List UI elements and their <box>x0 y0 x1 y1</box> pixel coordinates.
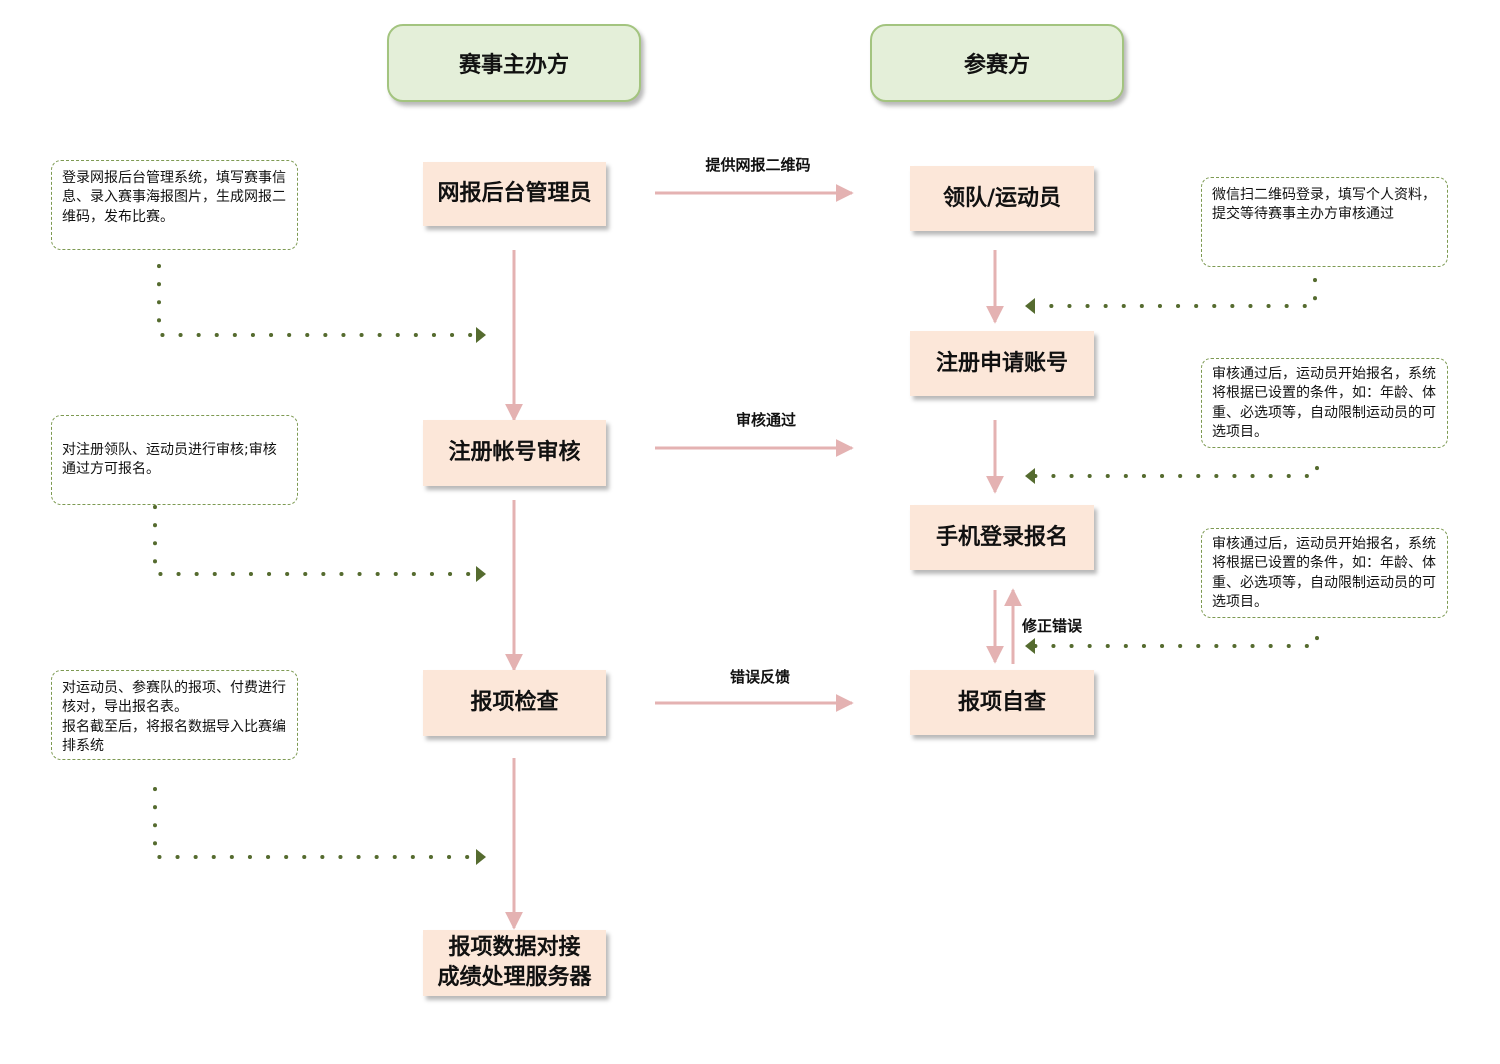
dotted-leader-check <box>153 787 478 859</box>
edge-label-approved: 审核通过 <box>735 411 797 429</box>
dotted-leader-athlete <box>1033 278 1317 308</box>
step-admin: 网报后台管理员 <box>423 162 606 226</box>
step-self-check: 报项自查 <box>910 670 1094 735</box>
dotted-leader-check-arrowhead <box>476 849 486 865</box>
step-athlete: 领队/运动员 <box>910 166 1094 231</box>
step-mobile-signup: 手机登录报名 <box>910 505 1094 570</box>
dotted-leader-register <box>1033 466 1319 478</box>
edge-label-feedback: 错误反馈 <box>729 668 791 686</box>
note-signup: 审核通过后，运动员开始报名，系统将根据已设置的条件，如：年龄、体重、必选项等，自… <box>1201 528 1448 618</box>
edge-label-fix: 修正错误 <box>1021 617 1083 635</box>
step-register-account: 注册申请账号 <box>910 331 1094 396</box>
step-data-sync: 报项数据对接 成绩处理服务器 <box>423 930 606 996</box>
note-athlete: 微信扫二维码登录，填写个人资料，提交等待赛事主办方审核通过 <box>1201 177 1448 267</box>
dotted-leader-review <box>153 505 478 576</box>
note-check: 对运动员、参赛队的报项、付费进行核对，导出报名表。 报名截至后，将报名数据导入比… <box>51 670 298 760</box>
dotted-leader-signup <box>1033 636 1319 648</box>
dotted-leader-admin <box>157 264 478 337</box>
dotted-leader-athlete-arrowhead <box>1025 298 1035 314</box>
step-entry-check: 报项检查 <box>423 670 606 736</box>
dotted-leader-admin-arrowhead <box>476 327 486 343</box>
edge-label-qr: 提供网报二维码 <box>705 156 811 174</box>
dotted-leader-review-arrowhead <box>476 566 486 582</box>
note-register: 审核通过后，运动员开始报名，系统将根据已设置的条件，如：年龄、体重、必选项等，自… <box>1201 358 1448 448</box>
step-account-review: 注册帐号审核 <box>423 420 606 486</box>
lane-header-participant: 参赛方 <box>870 24 1124 102</box>
lane-header-organizer: 赛事主办方 <box>387 24 641 102</box>
dotted-leader-register-arrowhead <box>1025 468 1035 484</box>
dotted-leader-signup-arrowhead <box>1025 638 1035 654</box>
note-review: 对注册领队、运动员进行审核;审核通过方可报名。 <box>51 415 298 505</box>
note-admin: 登录网报后台管理系统，填写赛事信息、录入赛事海报图片，生成网报二维码，发布比赛。 <box>51 160 298 250</box>
